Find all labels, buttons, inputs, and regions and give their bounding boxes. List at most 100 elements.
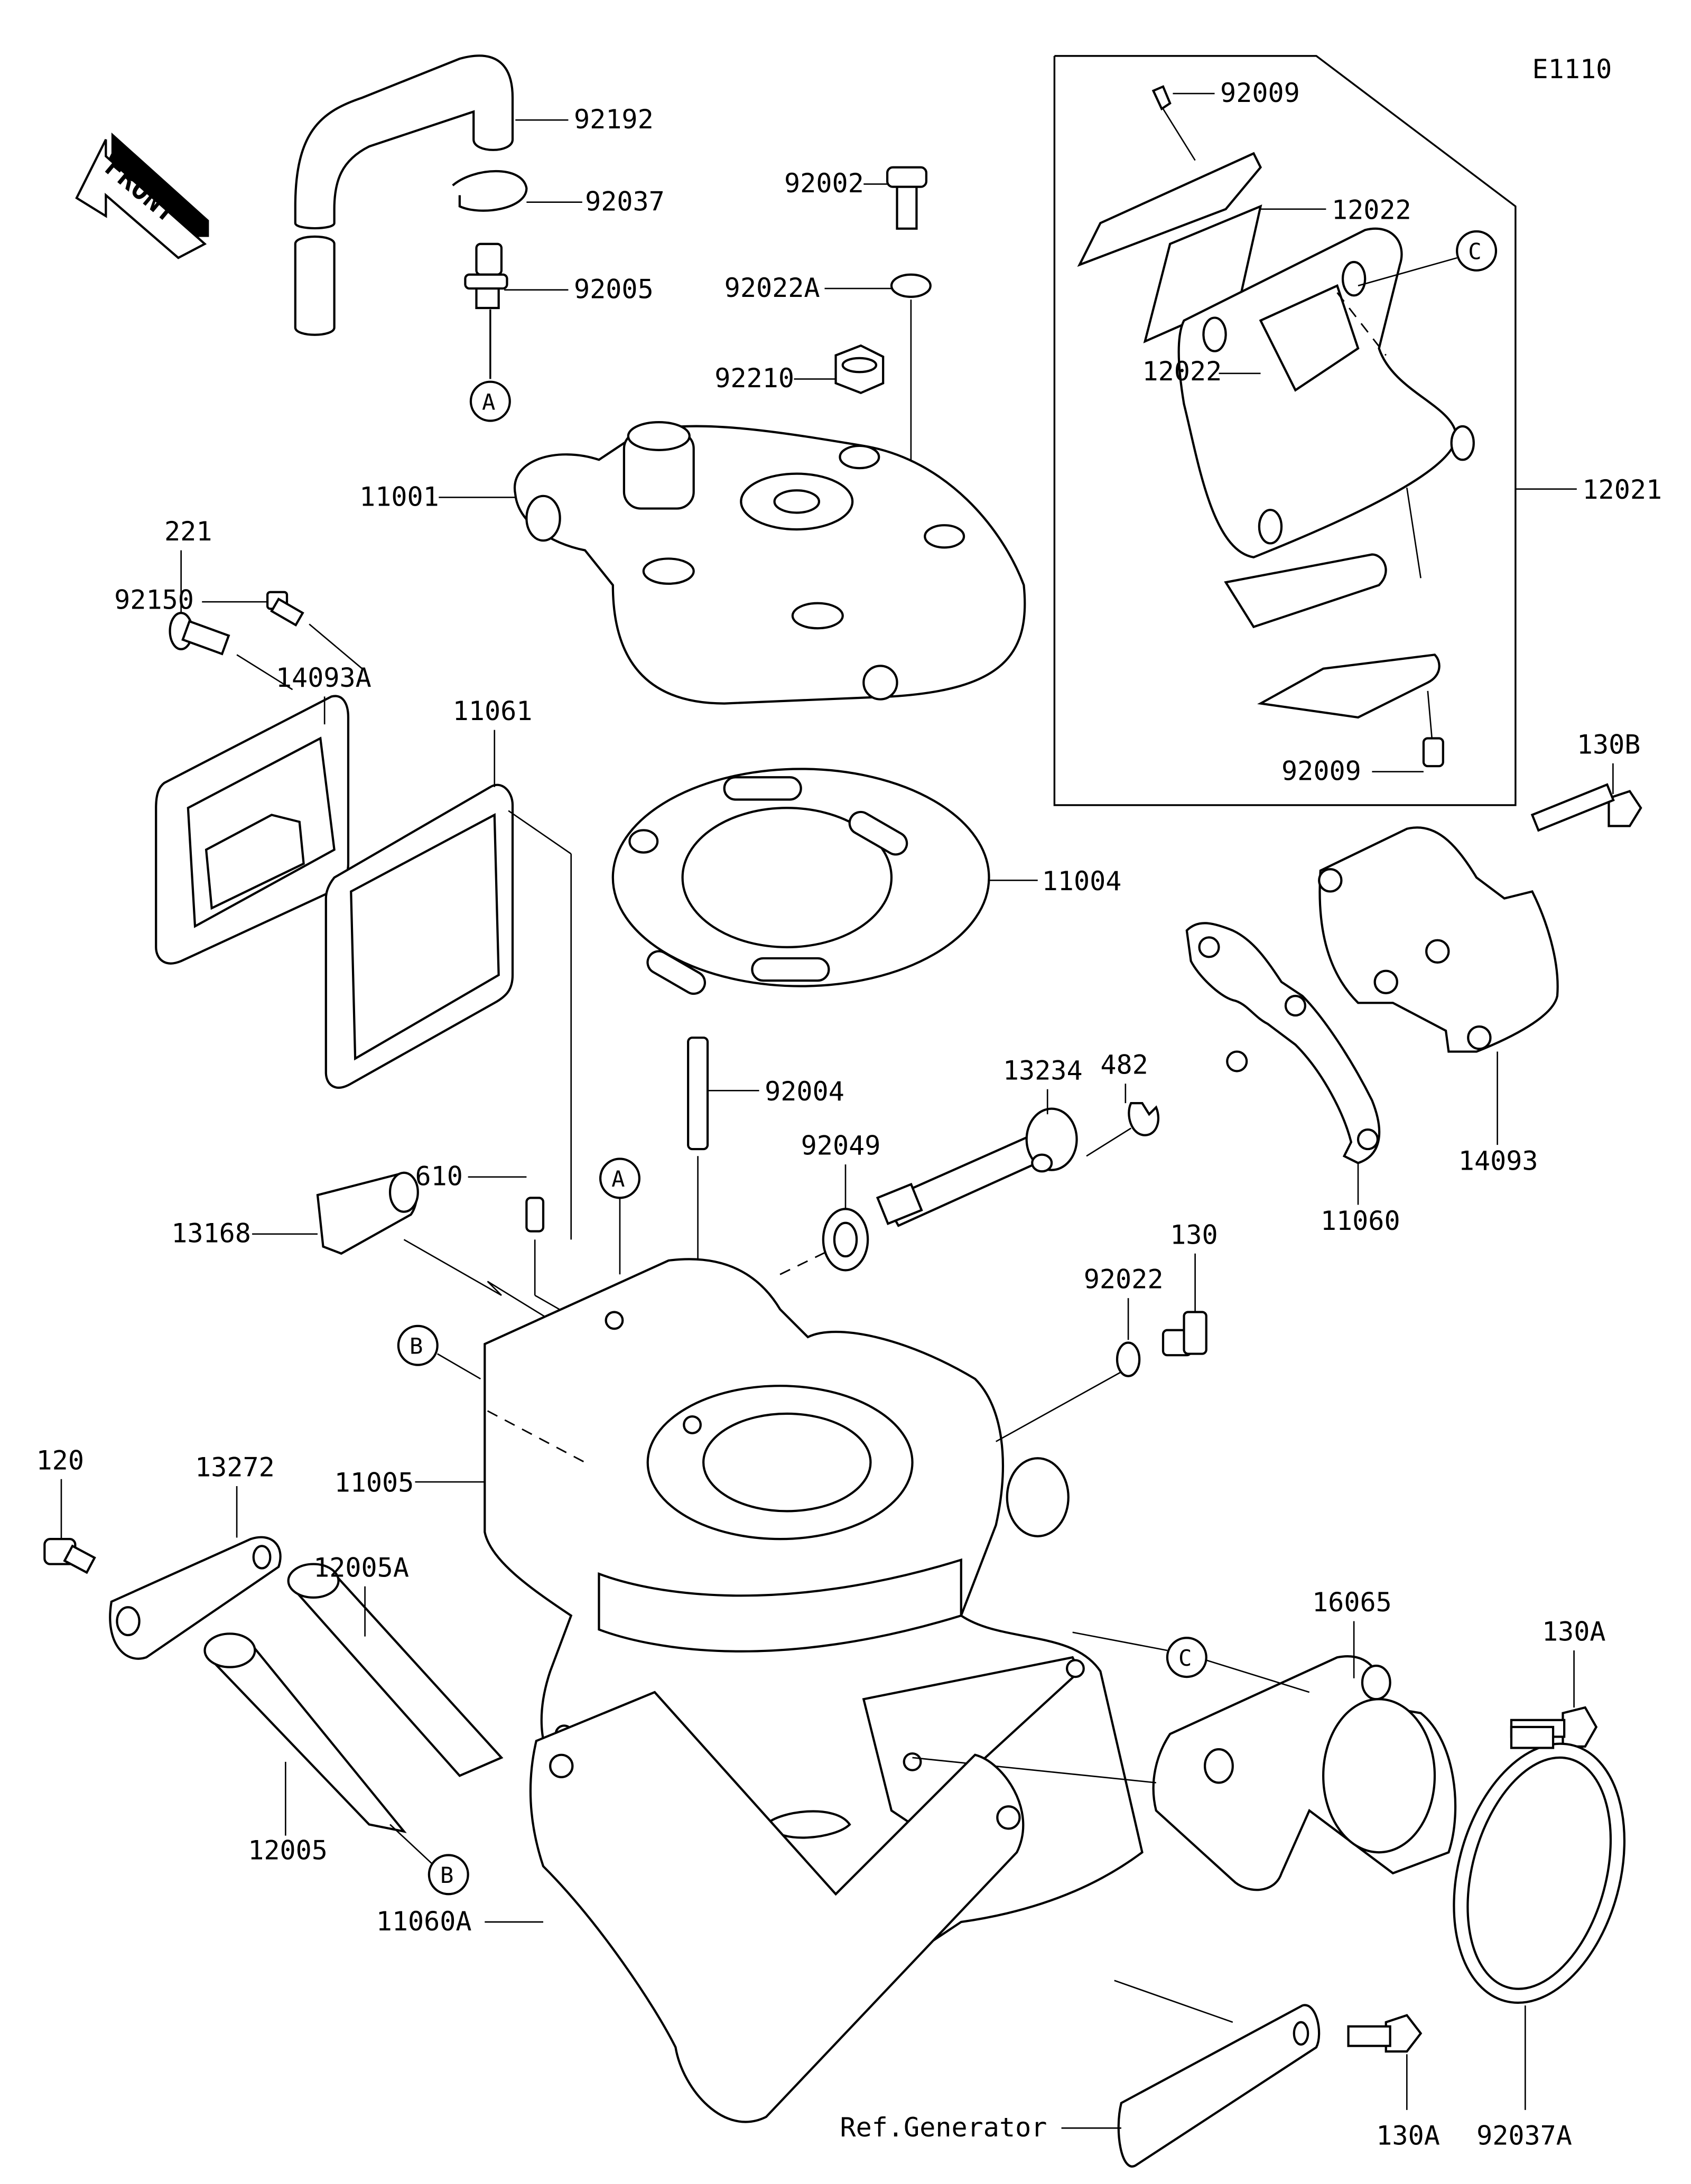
svg-text:A: A [482,389,495,415]
svg-text:120: 120 [36,1445,84,1476]
label-12021: 12021 [1515,474,1662,505]
svg-text:92004: 92004 [765,1076,844,1107]
hose-92192 [294,54,514,336]
callout-a-mid: A [599,1158,640,1275]
svg-text:221: 221 [164,516,212,547]
svg-text:11004: 11004 [1042,866,1122,897]
svg-text:11060A: 11060A [376,1906,472,1937]
svg-text:92049: 92049 [801,1131,881,1161]
label-221: 221 [164,516,212,613]
seal-92049 [779,1208,869,1275]
svg-text:13234: 13234 [1003,1055,1083,1086]
label-92192: 92192 [515,104,654,135]
callout-c-top: C [1358,230,1498,287]
label-130a-top: 130A [1542,1617,1606,1708]
label-130: 130 [1170,1219,1218,1312]
label-92049: 92049 [801,1131,881,1209]
svg-text:C: C [1178,1645,1192,1671]
svg-text:14093: 14093 [1458,1146,1538,1177]
svg-text:92037A: 92037A [1476,2121,1572,2151]
label-11004: 11004 [989,866,1121,897]
clamp-92037 [452,170,528,212]
svg-text:130B: 130B [1577,729,1641,760]
svg-text:11001: 11001 [359,481,439,512]
screw-221 [169,612,293,690]
callout-a-top: A [469,380,511,422]
nut-92210 [834,344,885,395]
intake-16065 [1152,1655,1457,1891]
label-ref-generator: Ref.Generator [840,2112,1121,2143]
label-12005a: 12005A [313,1552,409,1637]
clamp-92037a [1453,1725,1626,2004]
svg-text:11061: 11061 [453,696,533,726]
label-13272: 13272 [195,1452,275,1538]
leader-482 [1086,1127,1132,1157]
leader-intake-link [912,1757,1156,1784]
svg-text:12021: 12021 [1582,474,1662,505]
bolt-130b [1530,783,1642,832]
svg-text:92037: 92037 [585,186,665,217]
cylinder-head-11001 [513,421,1026,705]
svg-text:92150: 92150 [114,584,194,615]
valve-12005 [203,1632,407,1833]
label-12005: 12005 [248,1761,328,1865]
label-14093: 14093 [1458,1051,1538,1177]
screw-92150 [266,591,363,669]
svg-text:92009: 92009 [1281,756,1361,787]
svg-text:92005: 92005 [574,274,654,305]
label-14093a: 14093A [276,662,371,725]
svg-text:11005: 11005 [335,1468,414,1498]
label-13234: 13234 [1003,1055,1083,1115]
label-610: 610 [415,1161,527,1192]
callout-c-bottom: C [1072,1631,1310,1693]
svg-text:130A: 130A [1542,1617,1606,1647]
stud-92004 [687,1037,709,1151]
svg-text:482: 482 [1100,1050,1148,1080]
svg-text:12022: 12022 [1142,356,1222,387]
label-92037: 92037 [526,186,665,217]
bolt-130a-top [1510,1706,1598,1748]
label-120: 120 [36,1445,84,1539]
front-arrow-icon: FRONT [75,132,209,259]
svg-text:C: C [1468,239,1481,265]
svg-text:A: A [611,1166,625,1192]
svg-text:B: B [410,1333,423,1359]
ref-generator-bracket [1114,1980,1321,2168]
svg-text:12022: 12022 [1332,194,1411,225]
label-11005: 11005 [335,1468,485,1498]
label-92037a: 92037A [1476,2005,1572,2151]
label-482: 482 [1100,1050,1148,1104]
washer-92022a [890,273,932,298]
screw-120 [43,1538,96,1574]
head-gasket-11004 [611,768,990,995]
label-13168: 13168 [171,1218,318,1249]
bolt-92002 [886,166,927,230]
svg-text:14093A: 14093A [276,662,371,693]
cover-14093a [155,695,350,965]
bolt-130a-bottom [1347,2014,1423,2053]
svg-text:13168: 13168 [171,1218,251,1249]
plate-13272 [109,1536,282,1660]
bolt-130 [1162,1311,1207,1357]
svg-text:92002: 92002 [784,168,864,199]
svg-text:130: 130 [1170,1219,1218,1250]
label-11001: 11001 [359,481,516,512]
svg-text:92009: 92009 [1220,78,1300,108]
svg-text:610: 610 [415,1161,463,1192]
svg-text:92210: 92210 [714,363,794,394]
label-12022-top: 12022 [1260,194,1411,225]
reed-valve-box [1053,55,1517,806]
svg-text:92022: 92022 [1084,1264,1164,1295]
label-92004: 92004 [708,1076,844,1107]
shaft-13234 [876,1107,1078,1227]
label-92009-bottom: 92009 [1281,756,1424,787]
label-11061: 11061 [453,696,533,787]
svg-text:13272: 13272 [195,1452,275,1483]
base-gasket-11060a [529,1691,1025,2123]
eclip-482 [1128,1102,1159,1136]
gasket-11061 [324,783,572,1240]
gasket-11060 [1185,922,1381,1164]
label-92022: 92022 [1084,1264,1164,1340]
